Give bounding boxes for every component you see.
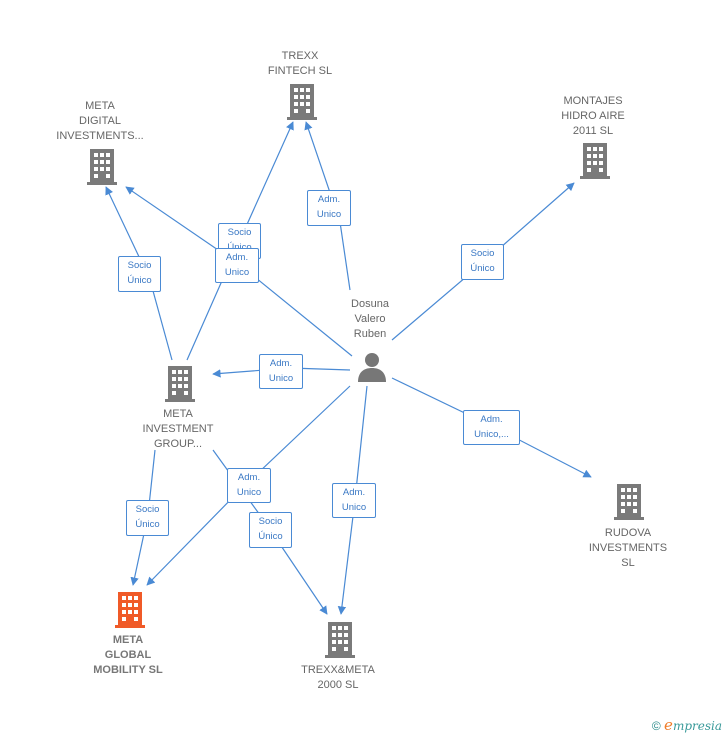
edge-label-socio-unico-digital[interactable]: Socio Único <box>118 256 161 292</box>
edge-label-socio-unico-trexxmeta[interactable]: Socio Único <box>249 512 292 548</box>
building-icon-meta-investment <box>165 366 195 402</box>
edge-label-adm-unico-digital[interactable]: Adm. Unico <box>215 248 259 283</box>
building-icon-meta-global <box>115 592 145 628</box>
building-icon-meta-digital <box>87 149 117 185</box>
building-icon[interactable] <box>165 366 195 407</box>
edge-label-socio-unico-global[interactable]: Socio Único <box>126 500 169 536</box>
building-icon-trexx-fintech <box>287 84 317 120</box>
node-label-meta-investment[interactable]: META INVESTMENT GROUP... <box>142 408 214 450</box>
edge-label-adm-unico-trexx[interactable]: Adm. Unico <box>307 190 351 226</box>
node-label-person[interactable]: Dosuna Valero Ruben <box>351 298 389 340</box>
node-label-meta-digital[interactable]: META DIGITAL INVESTMENTS... <box>56 100 144 142</box>
logo-letter-e: e <box>664 716 673 734</box>
building-icon[interactable] <box>287 84 317 125</box>
building-icon-montajes <box>580 143 610 179</box>
edge-label-adm-unico-rudova[interactable]: Adm. Unico,... <box>463 410 520 445</box>
building-icon-rudova <box>614 484 644 520</box>
person-icon[interactable] <box>356 351 388 388</box>
edge-label-adm-unico-global[interactable]: Adm. Unico <box>227 468 271 503</box>
building-icon[interactable] <box>325 622 355 663</box>
building-icon-trexx-meta <box>325 622 355 658</box>
node-label-rudova[interactable]: RUDOVA INVESTMENTS SL <box>588 527 668 569</box>
empresia-logo: empresia <box>664 716 722 734</box>
node-label-trexx-fintech[interactable]: TREXX FINTECH SL <box>267 50 333 77</box>
copyright-footer: © empresia <box>652 716 722 734</box>
edge-label-adm-unico-trexxmeta[interactable]: Adm. Unico <box>332 483 376 518</box>
building-icon[interactable] <box>87 149 117 190</box>
person-icon-dosuna <box>358 353 386 382</box>
node-label-meta-global[interactable]: META GLOBAL MOBILITY SL <box>93 634 163 676</box>
edge-label-adm-unico-group[interactable]: Adm. Unico <box>259 354 303 389</box>
node-label-trexx-meta[interactable]: TREXX&META 2000 SL <box>301 664 375 691</box>
building-icon[interactable] <box>115 592 145 633</box>
logo-text: mpresia <box>672 719 722 733</box>
edge-label-socio-unico-montajes[interactable]: Socio Único <box>461 244 504 280</box>
copyright-symbol: © <box>651 719 661 733</box>
building-icon[interactable] <box>580 143 610 184</box>
building-icon[interactable] <box>614 484 644 525</box>
node-label-montajes[interactable]: MONTAJES HIDRO AIRE 2011 SL <box>561 95 625 137</box>
